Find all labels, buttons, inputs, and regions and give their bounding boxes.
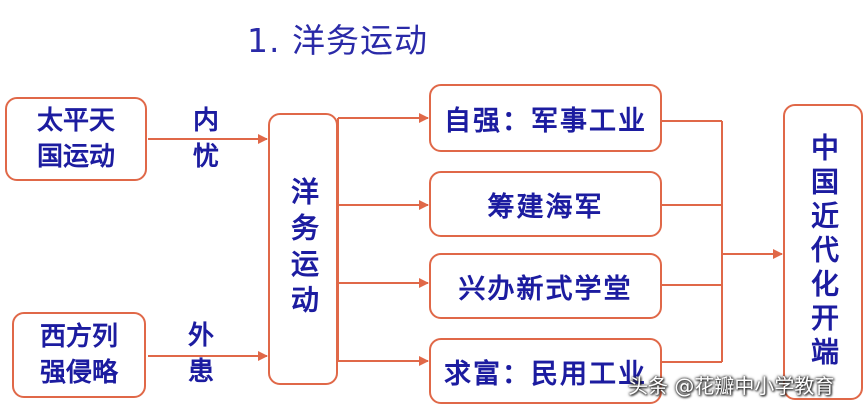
watermark: 头条 @花瓣中小学教育 xyxy=(628,374,835,398)
item-navy: 筹建海军 xyxy=(429,171,662,237)
westernization-box: 洋务运动 xyxy=(268,113,338,385)
diagram-title: 1. 洋务运动 xyxy=(247,21,428,60)
internal-trouble-label: 内忧 xyxy=(192,106,219,172)
western-powers-box: 西方列强侵略 xyxy=(12,312,146,398)
item-civil-industry: 求富：民用工业 xyxy=(429,338,662,404)
external-threat-label: 外患 xyxy=(187,321,214,387)
taiping-box: 太平天国运动 xyxy=(5,97,147,181)
modernization-box: 中国近代化开端 xyxy=(783,104,863,400)
item-military-industry: 自强：军事工业 xyxy=(429,84,662,152)
item-schools: 兴办新式学堂 xyxy=(429,253,662,319)
